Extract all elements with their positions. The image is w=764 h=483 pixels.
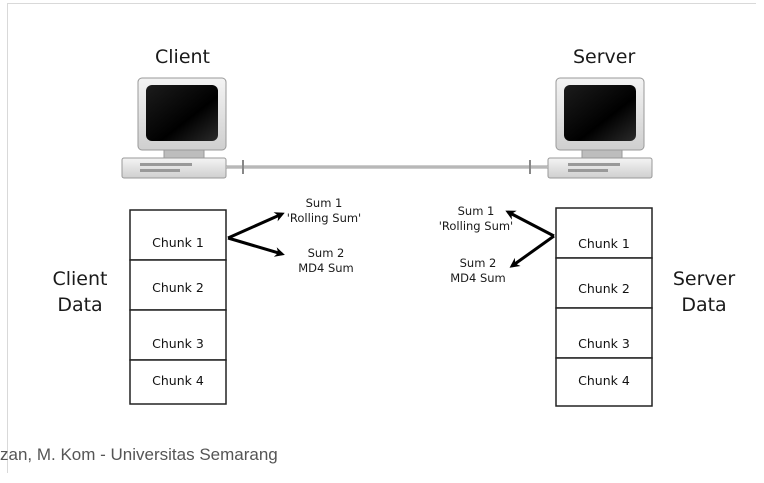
server-data-label-line2: Data	[681, 294, 727, 316]
client-chunk-3: Chunk 3	[152, 336, 204, 351]
server-arrow-sum2	[509, 234, 555, 268]
client-sum1-desc: 'Rolling Sum'	[286, 211, 362, 225]
server-chunk-2: Chunk 2	[578, 281, 630, 296]
server-data-label: Server Data	[664, 266, 744, 318]
client-chunk-4: Chunk 4	[152, 373, 204, 388]
left-border	[7, 3, 8, 473]
server-sum2-title: Sum 2	[459, 256, 497, 270]
client-chunk-box-2	[129, 259, 227, 311]
client-chunk-1: Chunk 1	[152, 235, 204, 250]
server-chunk-4: Chunk 4	[578, 373, 630, 388]
client-arrow-sum1	[227, 212, 285, 240]
client-chunk-2: Chunk 2	[152, 280, 204, 295]
server-sum1: Sum 1 'Rolling Sum'	[428, 204, 524, 234]
server-title: Server	[573, 46, 636, 68]
network-cable	[226, 160, 548, 174]
client-sum2-desc: MD4 Sum	[298, 261, 354, 275]
server-arrow-sum1	[505, 210, 555, 238]
server-data-label-line1: Server	[672, 268, 736, 290]
client-chunk-box-4	[129, 359, 227, 405]
client-title: Client	[155, 46, 211, 68]
server-sum-arrows	[505, 210, 555, 268]
server-chunk-3: Chunk 3	[578, 336, 630, 351]
client-data-label-line2: Data	[57, 294, 103, 316]
client-computer-icon	[121, 77, 227, 179]
server-sum2: Sum 2 MD4 Sum	[438, 256, 518, 286]
client-sum2-title: Sum 2	[307, 246, 345, 260]
server-sum1-title: Sum 1	[457, 204, 495, 218]
server-data-stack	[555, 207, 653, 407]
server-sum2-desc: MD4 Sum	[450, 271, 506, 285]
client-arrow-sum2	[227, 236, 285, 257]
server-chunk-box-3	[555, 307, 653, 359]
client-data-label: Client Data	[40, 266, 120, 318]
footer-credit: zan, M. Kom - Universitas Semarang	[0, 445, 278, 464]
client-data-stack	[129, 209, 227, 405]
client-sum1: Sum 1 'Rolling Sum'	[276, 196, 372, 226]
client-sum2: Sum 2 MD4 Sum	[286, 246, 366, 276]
client-chunk-box-3	[129, 309, 227, 361]
client-sum1-title: Sum 1	[305, 196, 343, 210]
client-sum-arrows	[227, 212, 285, 257]
client-data-label-line1: Client	[52, 268, 108, 290]
top-border	[8, 3, 756, 4]
server-chunk-box-1	[555, 207, 653, 259]
server-chunk-1: Chunk 1	[578, 236, 630, 251]
server-chunk-box-4	[555, 357, 653, 407]
server-computer-icon	[547, 77, 653, 179]
server-sum1-desc: 'Rolling Sum'	[438, 219, 514, 233]
